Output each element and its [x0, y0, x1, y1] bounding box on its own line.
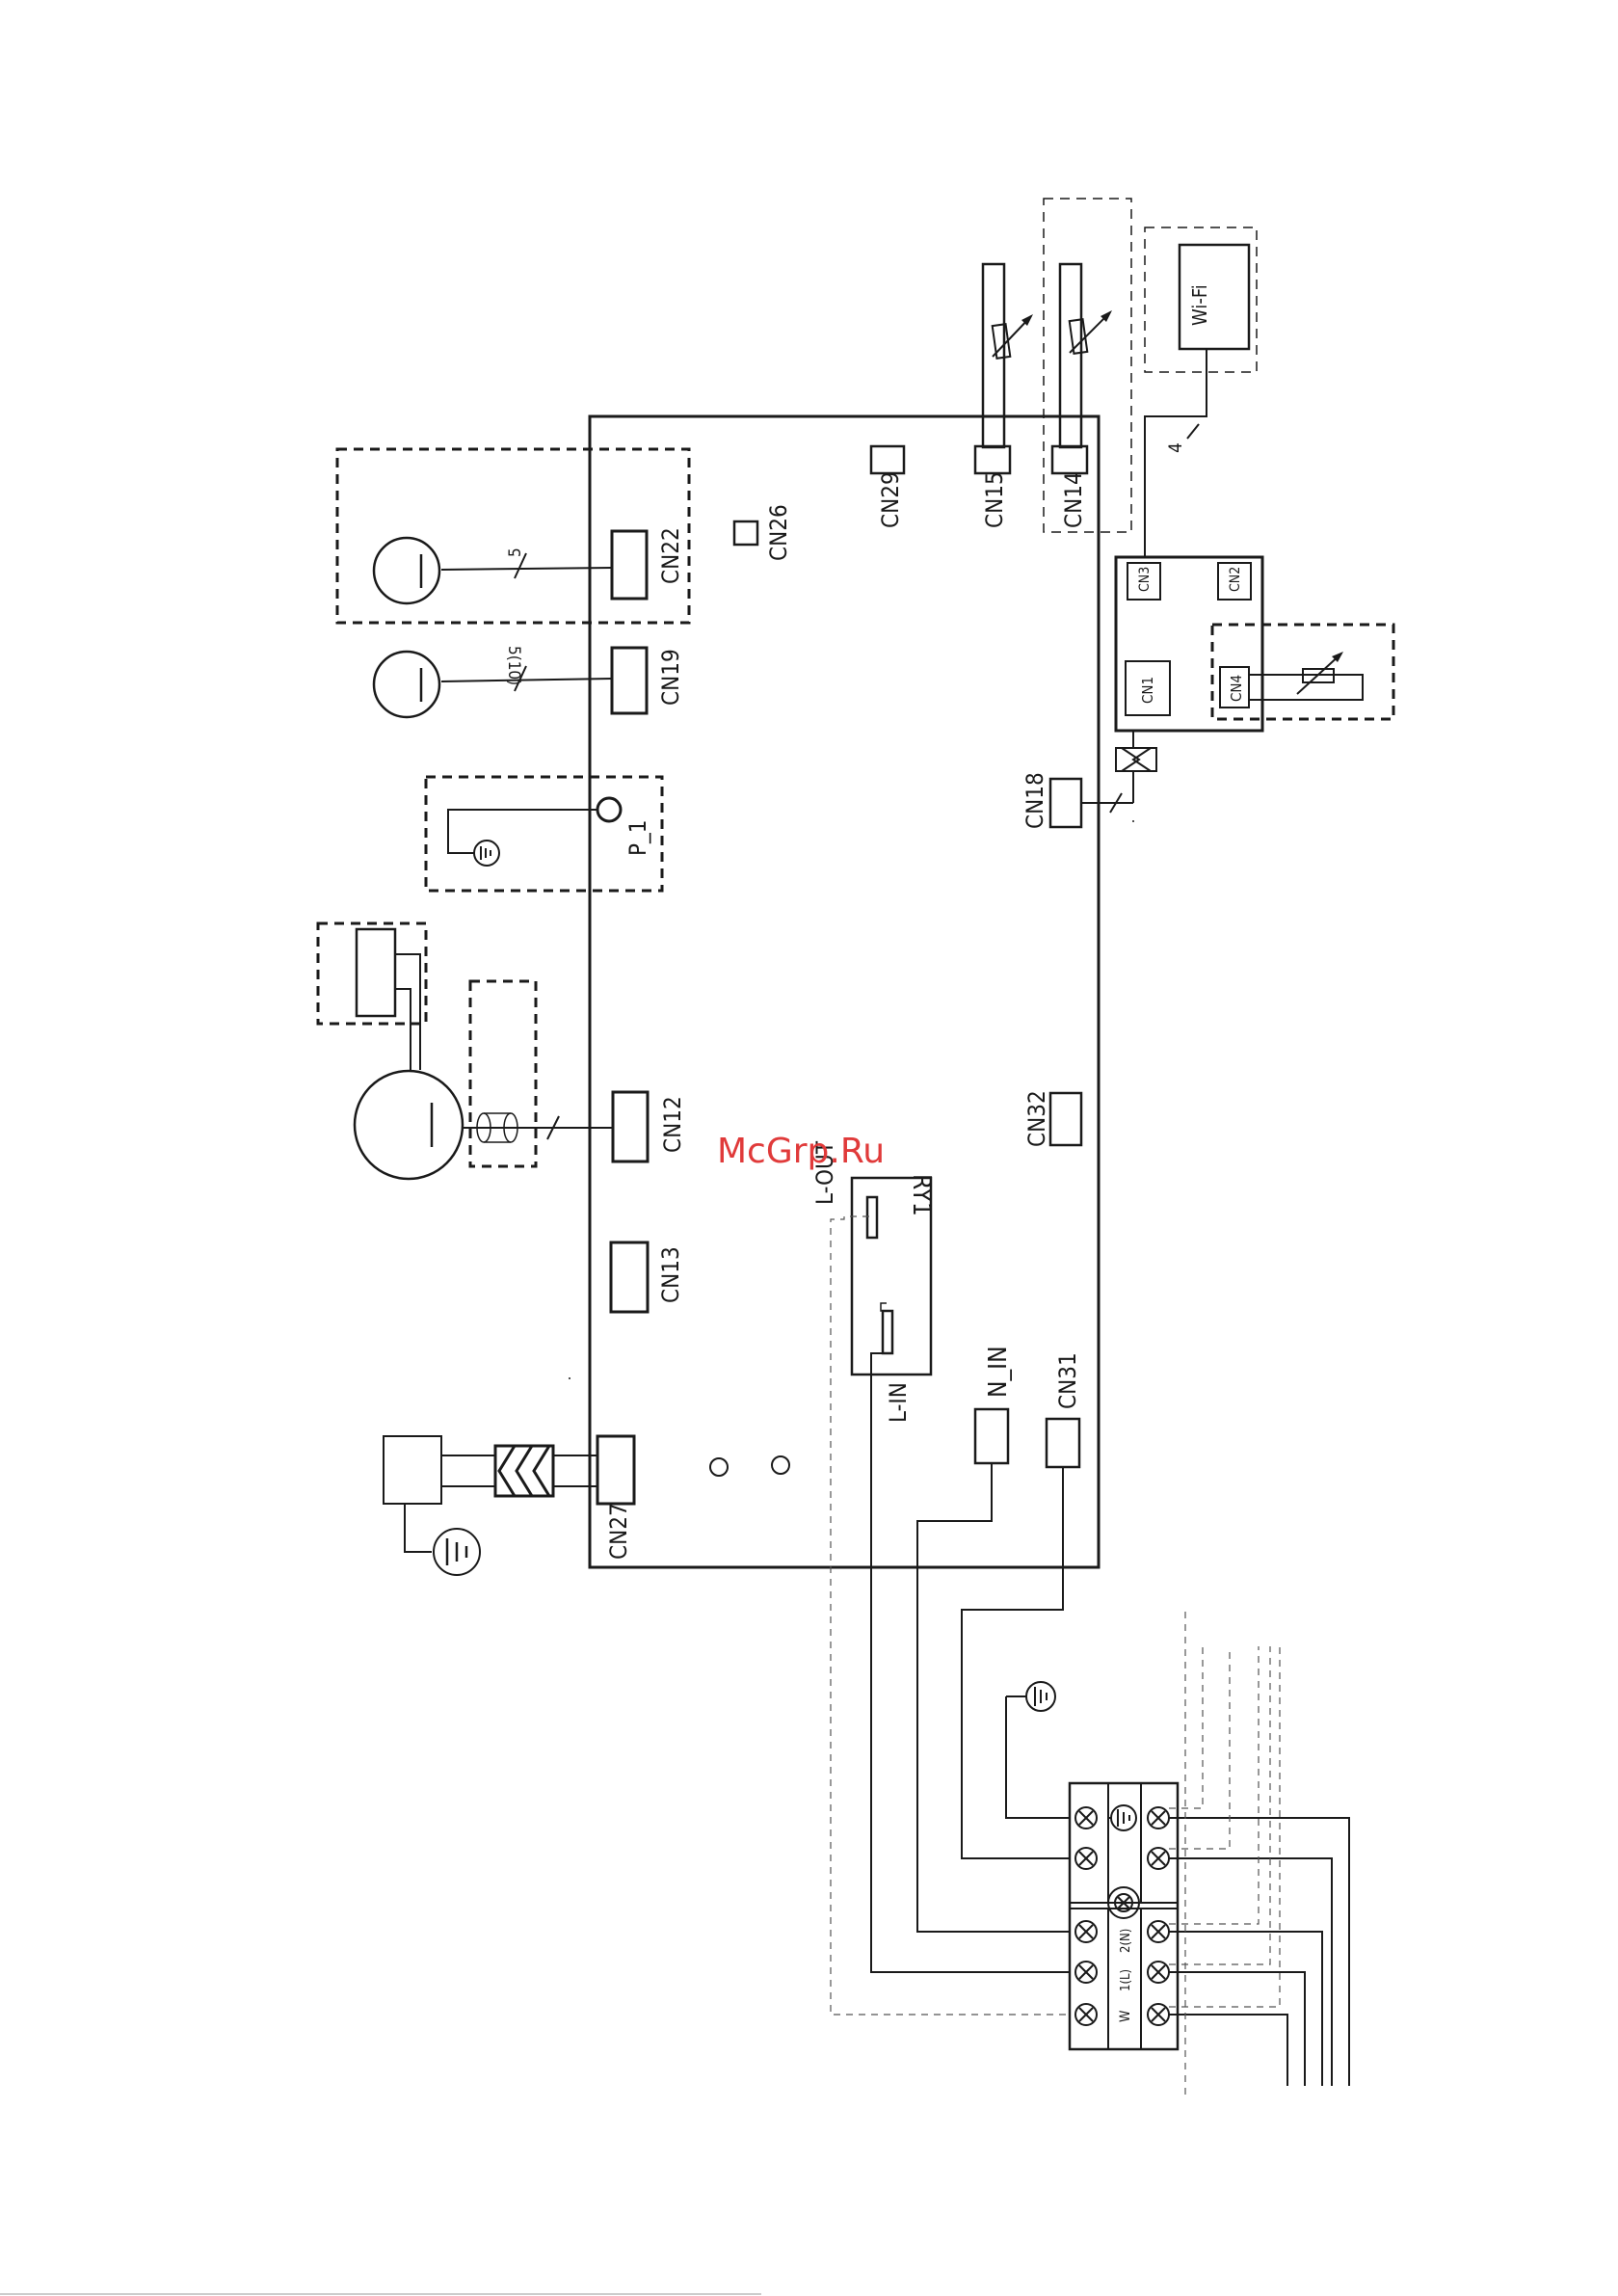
terminal-label-w: W — [1118, 2010, 1133, 2022]
p1-terminal — [597, 798, 621, 821]
terminal-screw — [1075, 1848, 1097, 1869]
cn29-connector — [871, 446, 904, 473]
terminal-screw — [1148, 1848, 1169, 1869]
l-out-wire — [831, 1216, 1070, 2015]
cn15-connector — [975, 446, 1010, 473]
cn26-connector — [734, 521, 757, 545]
main-pcb-outline — [590, 416, 1099, 1567]
cn22-label: CN22 — [657, 527, 684, 584]
cn14-label: CN14 — [1060, 471, 1087, 528]
cn32-connector — [1050, 1093, 1081, 1145]
relay-l-out-terminal — [867, 1197, 877, 1238]
p1-label: P_1 — [624, 819, 651, 856]
cn27-label: CN27 — [605, 1503, 632, 1560]
cn18-ferrite — [1116, 748, 1156, 771]
cn22-motor-icon — [374, 538, 439, 603]
cn22-wire-count: 5 — [506, 547, 525, 557]
terminal-screw — [1075, 1921, 1097, 1942]
cn18-label: CN18 — [1021, 772, 1048, 829]
cn13-label: CN13 — [657, 1246, 684, 1303]
mounting-hole — [772, 1456, 789, 1474]
terminal-label-l: 1(L) — [1119, 1969, 1133, 1991]
terminal-screw — [1148, 1807, 1169, 1829]
terminal-label-n: 2(N) — [1119, 1929, 1133, 1953]
terminal-screw — [1075, 2004, 1097, 2025]
cn27-component — [384, 1436, 441, 1504]
cn22-motor-enclosure — [337, 449, 689, 623]
relay-l-in-terminal — [883, 1311, 892, 1353]
terminal-screw — [1075, 1807, 1097, 1829]
cn27-connector — [597, 1436, 634, 1504]
l-in-label: L-IN — [885, 1382, 912, 1423]
l-in-wire — [871, 1353, 1070, 1972]
cn13-connector — [611, 1242, 648, 1312]
cn14-thermistor-icon — [1070, 319, 1088, 354]
cn19-label: CN19 — [657, 649, 684, 706]
cn26-label: CN26 — [765, 504, 792, 561]
cn19-wire-count: 5(10) — [504, 646, 523, 685]
cn1-label: CN1 — [1139, 677, 1156, 704]
cn19-motor-icon — [374, 652, 439, 717]
terminal-screw — [1075, 1962, 1097, 1983]
cn32-label: CN32 — [1023, 1090, 1050, 1147]
fan-motor-icon — [355, 1071, 463, 1179]
watermark: McGrp.Ru — [717, 1132, 885, 1171]
cn18-connector — [1050, 779, 1081, 827]
cn14-sensor-probe — [1060, 264, 1081, 447]
n-in-label: N_IN — [984, 1346, 1013, 1398]
cn31-connector — [1047, 1419, 1079, 1467]
thermal-fuse-icon — [357, 929, 395, 1016]
cn12-connector — [613, 1092, 648, 1161]
cn2-label: CN2 — [1228, 567, 1243, 592]
capacitor-enclosure — [470, 981, 536, 1166]
cn3-label: CN3 — [1137, 567, 1153, 592]
cn14-connector — [1052, 446, 1087, 473]
cn15-label: CN15 — [981, 471, 1008, 528]
cn4-label: CN4 — [1228, 675, 1245, 702]
cn22-connector — [612, 531, 647, 599]
terminal-screw — [1148, 2004, 1169, 2025]
ry1-label: RY1 — [907, 1174, 936, 1216]
mounting-hole — [710, 1458, 728, 1476]
cn14-sensor-enclosure — [1044, 199, 1131, 532]
wifi-wire-count: 4 — [1165, 442, 1186, 453]
n-in-connector — [975, 1409, 1008, 1463]
cn31-wire — [962, 1467, 1070, 1858]
wifi-label: Wi-Fi — [1188, 284, 1211, 326]
cn19-connector — [612, 648, 647, 713]
cn29-label: CN29 — [877, 471, 904, 528]
terminal-screw — [1148, 1962, 1169, 1983]
terminal-screw — [1148, 1921, 1169, 1942]
cn31-label: CN31 — [1054, 1352, 1081, 1409]
cn12-label: CN12 — [659, 1096, 686, 1153]
